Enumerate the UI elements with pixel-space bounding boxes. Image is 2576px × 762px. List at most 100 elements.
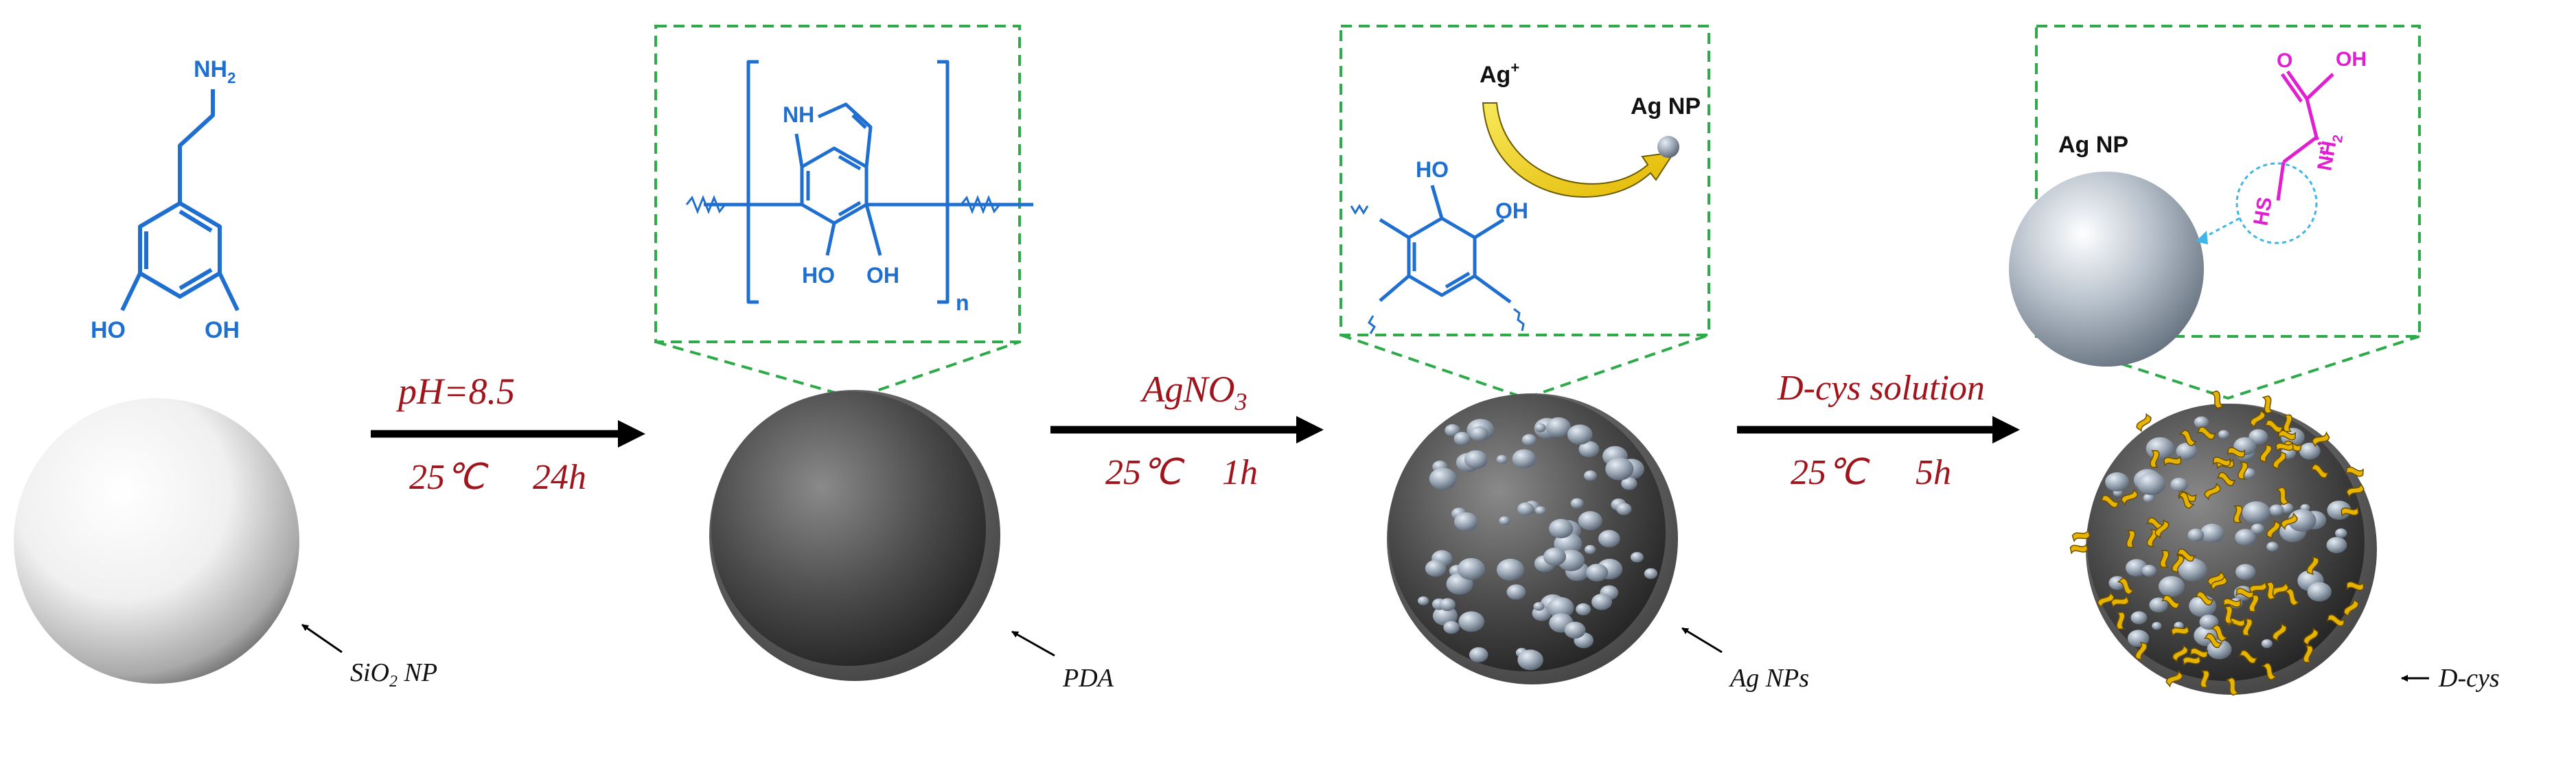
step3-arrow-head <box>1992 416 2020 443</box>
pda-inset-frame <box>654 25 1021 343</box>
dcys-ribbon <box>2117 577 2135 595</box>
ag-nanoparticle-dot <box>2152 622 2162 630</box>
pda-ho-label: HO <box>802 263 835 288</box>
pda-repeat-n: n <box>956 290 969 315</box>
dcys-ribbon <box>2213 457 2231 467</box>
step1-ph-condition: pH=8.5 <box>395 371 515 412</box>
dcys-ribbon <box>2150 450 2160 468</box>
dcys-ribbon <box>2223 605 2235 624</box>
dopamine-oh-label: OH <box>205 317 240 343</box>
ag-nanoparticle-dot <box>1458 611 1484 632</box>
sio2-pointer-arrow <box>301 623 343 654</box>
dcys-ribbon <box>2210 390 2225 409</box>
dcys-ribbon <box>2326 614 2346 627</box>
pda-left-wavy-bond <box>685 194 726 215</box>
pda-sphere <box>711 391 986 666</box>
dcys-ribbon <box>2172 644 2189 663</box>
catechol-oh-label: OH <box>1495 198 1528 223</box>
ag-nanoparticle-dot <box>1464 450 1488 469</box>
dcys-ribbon <box>2312 431 2330 448</box>
step3-temperature: 25℃ <box>1791 453 1870 492</box>
dcys-ribbon <box>2216 472 2236 486</box>
dcys-ribbon <box>2203 633 2223 648</box>
step1-arrow-head <box>618 420 645 448</box>
ag-inset-frame <box>1339 25 1710 336</box>
ag-nanoparticle-dot <box>1469 647 1488 662</box>
ag-nanoparticle-dot <box>1578 441 1600 458</box>
pda-nh-label: NH <box>783 102 814 127</box>
dcys-ribbon <box>2069 542 2089 555</box>
ag-nanoparticle-dot <box>2266 542 2279 552</box>
step3-time: 5h <box>1916 453 1951 492</box>
step2-arrow-head <box>1296 416 1324 443</box>
dcys-ribbon <box>2249 594 2259 613</box>
dcys-ribbon <box>2189 647 2209 658</box>
ag-nanoparticle-dot <box>1512 449 1537 469</box>
dcys-ribbon <box>2225 677 2240 696</box>
dcys-ribbon <box>2111 594 2130 609</box>
ag-nanoparticle-dot <box>1453 432 1471 446</box>
ag-nanoparticle-dot <box>2178 558 2207 581</box>
ag-nanoparticle-dot <box>2141 564 2157 577</box>
step1-time: 24h <box>533 458 586 497</box>
dcys-ribbon <box>2346 581 2365 591</box>
ag-nanoparticle-dot <box>2242 501 2270 524</box>
sio2-sphere <box>14 398 299 684</box>
catechol-structure <box>1379 185 1512 304</box>
dcys-ribbon <box>2121 488 2139 506</box>
dcys-ribbon <box>2275 486 2290 505</box>
cysteine-acid-oh: OH <box>2336 48 2367 71</box>
ag-nanoparticle-dot <box>1564 621 1586 639</box>
dcys-ribbon <box>2223 598 2241 608</box>
ag-nanoparticle-dot <box>1545 417 1572 437</box>
ag-nanoparticle-dot <box>1506 584 1526 600</box>
ag-nanoparticle-dot <box>1549 518 1574 539</box>
reduction-curved-arrow <box>1482 102 1676 198</box>
dcys-ribbon <box>2341 506 2359 518</box>
dcys-ribbon <box>2071 529 2091 543</box>
thiol-binding-arrowhead <box>2196 231 2208 244</box>
ag-np-small-particle <box>1657 136 1679 158</box>
dcys-ribbon <box>2196 426 2216 440</box>
dcys-label: D-cys <box>2438 664 2500 693</box>
dcys-ribbon <box>2275 441 2294 452</box>
dcys-ribbon <box>2266 520 2281 540</box>
ag-nanoparticle-dot <box>1534 506 1546 515</box>
dcys-ribbon <box>2165 669 2183 688</box>
cysteine-carbonyl-o: O <box>2277 49 2292 72</box>
ag-nanoparticle-dot <box>2335 528 2347 538</box>
dcys-ribbon <box>2126 530 2136 549</box>
sio2-label: SiO2 NP <box>350 658 437 691</box>
ag-nanoparticle-dot <box>1584 544 1596 555</box>
ag-nanoparticle-dot <box>2130 611 2148 625</box>
dcys-ribbons <box>2069 390 2365 696</box>
dcys-ribbon <box>2242 618 2253 636</box>
dcys-ribbon <box>2210 624 2229 642</box>
dcys-ribbon <box>2303 645 2314 663</box>
dcys-ribbon <box>2273 450 2287 470</box>
dcys-ribbon <box>2176 549 2196 562</box>
dcys-ribbon <box>2163 455 2182 467</box>
ag-nanoparticle-dot <box>2235 529 2256 546</box>
ag-nanoparticle-dot <box>2176 443 2198 460</box>
catechol-wavy-bond-left <box>1350 204 1369 215</box>
dopamine-amine-label: NH2 <box>194 56 235 86</box>
dcys-ribbon <box>2284 588 2301 606</box>
ag-nanoparticle-dot <box>2187 529 2205 542</box>
dcys-ribbon <box>2306 555 2319 575</box>
ag-nanoparticle-dot <box>2194 416 2209 428</box>
ag-nanoparticle-dot <box>1496 454 1508 464</box>
ag-nanoparticle-dot <box>1548 597 1574 619</box>
pda-structure <box>704 60 1033 304</box>
ag-nanoparticle-dot <box>2137 472 2165 496</box>
ag-inset-connector <box>1340 334 1710 400</box>
ag-nanoparticle-dot <box>1457 557 1485 580</box>
dcys-ribbon <box>2161 594 2181 609</box>
dcys-ribbon <box>2233 505 2243 524</box>
ag-np-inset-sphere <box>2009 172 2204 367</box>
dcys-inset-frame <box>2035 25 2421 338</box>
catechol-ho-label: HO <box>1416 157 1449 182</box>
ag-nanoparticle-dot <box>1499 516 1510 526</box>
dcys-ribbon <box>2172 554 2185 574</box>
